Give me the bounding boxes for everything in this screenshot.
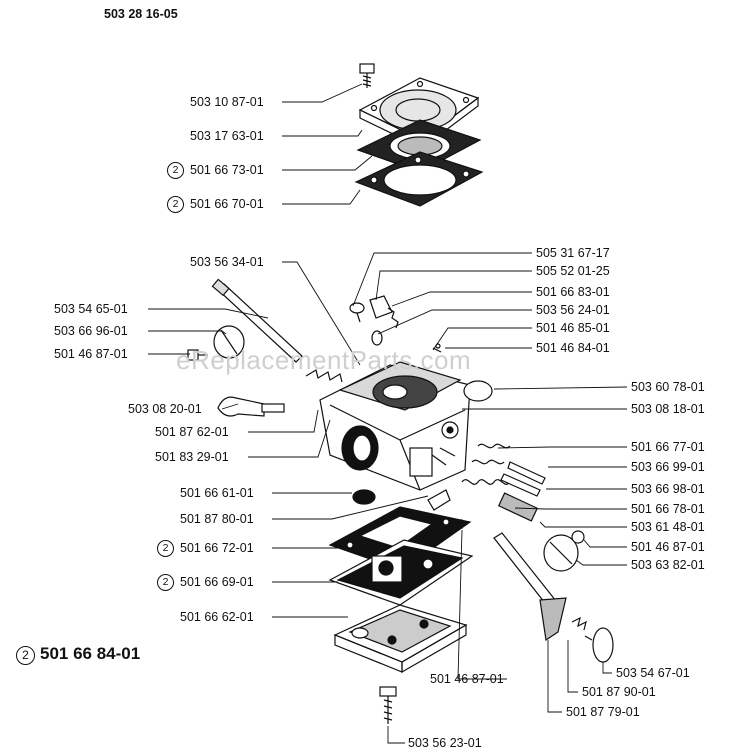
- part-label-501-87-80-01[interactable]: 501 87 80-01: [180, 512, 254, 526]
- diagram-part-number: 503 28 16-05: [104, 7, 178, 21]
- part-label-503-56-24-01[interactable]: 503 56 24-01: [536, 303, 610, 317]
- pump-gasket: [354, 151, 484, 207]
- part-label-503-08-20-01[interactable]: 503 08 20-01: [128, 402, 202, 416]
- throttle-screw-left: [187, 349, 208, 361]
- choke-shaft: [493, 532, 567, 642]
- kit-marker-circle: 2: [16, 646, 35, 665]
- watermark-text: eReplacementParts.com: [176, 345, 472, 375]
- cover-bottom-screw: [379, 686, 397, 724]
- part-label-505-52-01-25[interactable]: 505 52 01-25: [536, 264, 610, 278]
- cover-screw: [359, 63, 375, 88]
- needle-screws: [497, 461, 546, 522]
- part-label-501-46-87-01[interactable]: 501 46 87-01: [430, 672, 504, 686]
- throttle-shaft: [211, 278, 303, 363]
- part-label-503-63-82-01[interactable]: 503 63 82-01: [631, 558, 705, 572]
- part-label-503-10-87-01[interactable]: 503 10 87-01: [190, 95, 264, 109]
- part-label-503-56-23-01[interactable]: 503 56 23-01: [408, 736, 482, 750]
- part-label-501-46-87-01[interactable]: 501 46 87-01: [54, 347, 128, 361]
- part-label-501-46-84-01[interactable]: 501 46 84-01: [536, 341, 610, 355]
- part-label-501-66-69-01[interactable]: 501 66 69-01: [180, 575, 254, 589]
- part-label-503-60-78-01[interactable]: 503 60 78-01: [631, 380, 705, 394]
- part-label-501-66-78-01[interactable]: 501 66 78-01: [631, 502, 705, 516]
- part-label-501-66-77-01[interactable]: 501 66 77-01: [631, 440, 705, 454]
- part-label-503-54-67-01[interactable]: 503 54 67-01: [616, 666, 690, 680]
- metering-cover: [333, 604, 468, 674]
- part-label-503-56-34-01[interactable]: 503 56 34-01: [190, 255, 264, 269]
- part-label-501-66-62-01[interactable]: 501 66 62-01: [180, 610, 254, 624]
- part-label-501-66-61-01[interactable]: 501 66 61-01: [180, 486, 254, 500]
- welch-plug: [463, 380, 493, 402]
- part-label-501-66-73-01[interactable]: 501 66 73-01: [190, 163, 264, 177]
- metering-gasket-upper: [328, 506, 472, 571]
- choke-detent-disk: [584, 627, 614, 663]
- pump-diaphragm: [356, 119, 482, 173]
- leader-lines: [148, 83, 628, 744]
- part-label-503-61-48-01[interactable]: 503 61 48-01: [631, 520, 705, 534]
- throttle-spring: [305, 369, 343, 383]
- choke-screw: [571, 530, 585, 544]
- part-label-501-66-83-01[interactable]: 501 66 83-01: [536, 285, 610, 299]
- part-label-501-66-70-01[interactable]: 501 66 70-01: [190, 197, 264, 211]
- kit-marker-circle: 2: [157, 540, 174, 557]
- kit-marker-circle: 2: [157, 574, 174, 591]
- part-label-503-66-98-01[interactable]: 503 66 98-01: [631, 482, 705, 496]
- choke-plate: [543, 534, 579, 572]
- part-label-505-31-67-17[interactable]: 505 31 67-17: [536, 246, 610, 260]
- part-label-501-46-85-01[interactable]: 501 46 85-01: [536, 321, 610, 335]
- part-label-501-87-90-01[interactable]: 501 87 90-01: [582, 685, 656, 699]
- throttle-plate: [213, 325, 245, 359]
- part-label-503-66-96-01[interactable]: 503 66 96-01: [54, 324, 128, 338]
- part-label-501-46-87-01[interactable]: 501 46 87-01: [631, 540, 705, 554]
- part-label-503-17-63-01[interactable]: 503 17 63-01: [190, 129, 264, 143]
- part-label-503-54-65-01[interactable]: 503 54 65-01: [54, 302, 128, 316]
- carburetor-body: [319, 361, 471, 491]
- kit-marker-circle: 2: [167, 196, 184, 213]
- part-label-503-08-18-01[interactable]: 503 08 18-01: [631, 402, 705, 416]
- part-label-501-87-62-01[interactable]: 501 87 62-01: [155, 425, 229, 439]
- metering-diaphragm: [328, 539, 474, 606]
- repair-kit-part-number: 501 66 84-01: [40, 644, 141, 663]
- choke-spring: [571, 616, 587, 631]
- kit-marker-circle: 2: [167, 162, 184, 179]
- part-label-501-66-72-01[interactable]: 501 66 72-01: [180, 541, 254, 555]
- part-label-503-66-99-01[interactable]: 503 66 99-01: [631, 460, 705, 474]
- fuel-inlet-elbow: [217, 396, 285, 417]
- fuel-valve-disk: [352, 489, 376, 505]
- part-label-501-83-29-01[interactable]: 501 83 29-01: [155, 450, 229, 464]
- part-label-501-87-79-01[interactable]: 501 87 79-01: [566, 705, 640, 719]
